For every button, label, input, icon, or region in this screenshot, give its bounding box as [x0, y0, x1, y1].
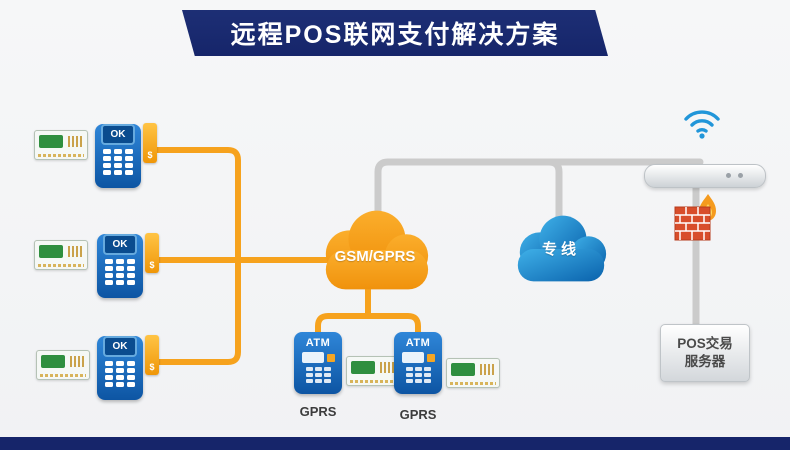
title-banner: 远程POS联网支付解决方案 — [182, 10, 608, 56]
pos-terminal: OK $ — [97, 228, 159, 298]
dollar-label: $ — [147, 150, 153, 160]
atm-terminal: ATM — [294, 332, 342, 394]
server-label-line2: 服务器 — [684, 354, 726, 369]
pos-screen: OK — [103, 234, 137, 255]
gsm-gprs-cloud: GSM/GPRS — [316, 206, 434, 294]
pos-terminal: OK $ — [95, 118, 157, 188]
cloud-icon — [325, 210, 429, 290]
card-slot-icon — [426, 353, 435, 362]
atm-screen-row — [294, 352, 342, 363]
wifi-icon — [684, 110, 720, 139]
atm-keypad-icon — [294, 367, 342, 383]
dollar-label: $ — [149, 260, 155, 270]
card-slot-icon — [326, 353, 335, 362]
gprs-module-icon — [446, 358, 500, 388]
firewall-icon — [674, 192, 720, 242]
pos-keypad-icon — [97, 259, 143, 285]
card-reader-icon: $ — [145, 233, 159, 273]
card-reader-icon: $ — [143, 123, 157, 163]
dollar-label: $ — [149, 362, 155, 372]
atm-terminal: ATM — [394, 332, 442, 394]
gprs-module-icon — [34, 240, 88, 270]
router-icon — [644, 164, 766, 188]
atm-keypad-icon — [394, 367, 442, 383]
gsm-cloud-label: GSM/GPRS — [334, 248, 416, 265]
atm-screen-row — [394, 352, 442, 363]
atm-screen — [301, 352, 324, 363]
gprs-module-icon — [346, 356, 400, 386]
atm-caption: GPRS — [399, 407, 437, 422]
pos-screen: OK — [103, 336, 137, 357]
cloud-icon — [517, 215, 607, 282]
atm-label: ATM — [305, 337, 331, 349]
gprs-module-icon — [34, 130, 88, 160]
pos-device-icon: OK — [95, 124, 141, 188]
pos-device-icon: OK — [97, 336, 143, 400]
atm-caption: GPRS — [299, 404, 337, 419]
pos-screen: OK — [101, 124, 135, 145]
pos-device-icon: OK — [97, 234, 143, 298]
gprs-module-icon — [36, 350, 90, 380]
atm-label: ATM — [405, 337, 431, 349]
firewall-flame-icon — [674, 194, 716, 241]
dedicated-line-cloud: 专线 — [510, 212, 612, 286]
router — [644, 106, 766, 188]
pos-server-box: POS交易 服务器 — [660, 324, 750, 382]
atm-screen — [401, 352, 424, 363]
card-reader-icon: $ — [145, 335, 159, 375]
server-label-line1: POS交易 — [677, 335, 733, 351]
pos-keypad-icon — [95, 149, 141, 175]
pos-keypad-icon — [97, 361, 143, 387]
page-title: 远程POS联网支付解决方案 — [230, 21, 560, 49]
pos-terminal: OK $ — [97, 330, 159, 400]
bottom-bar — [0, 437, 790, 450]
dedicated-cloud-label: 专线 — [541, 241, 580, 258]
